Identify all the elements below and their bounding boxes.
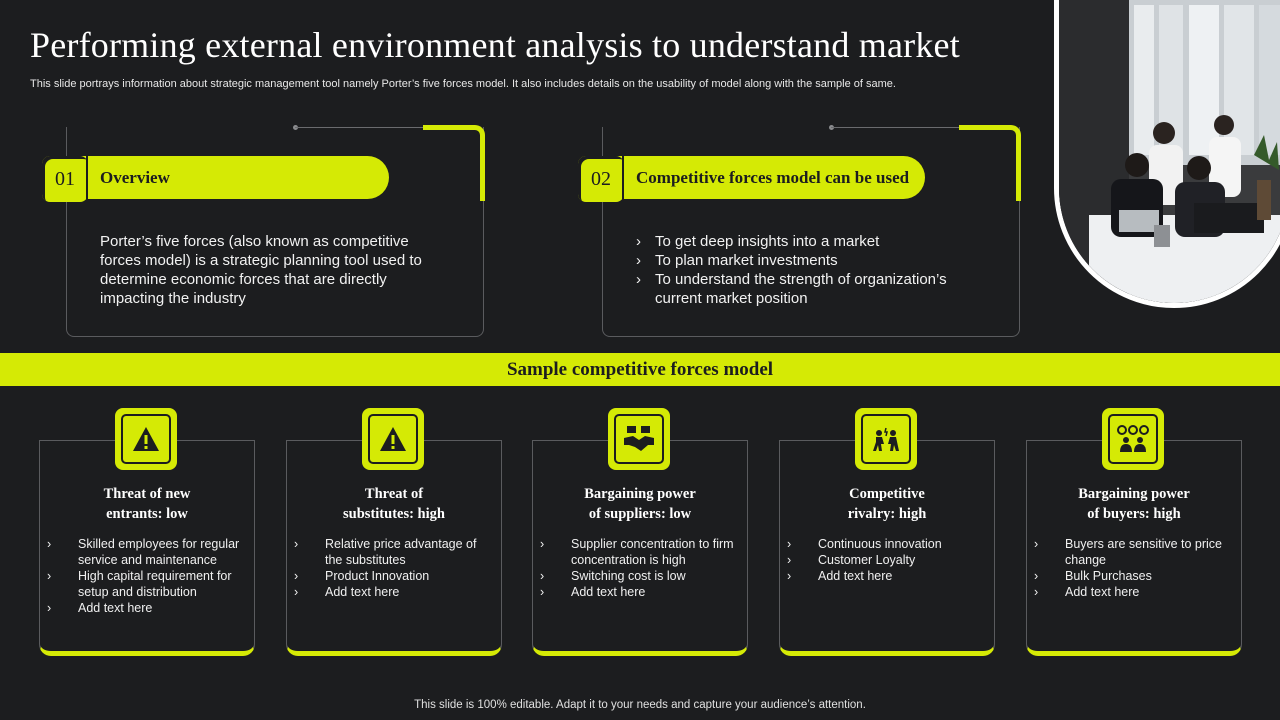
force-icon-frame (861, 414, 911, 464)
force-icon-tile (362, 408, 424, 470)
force-card-substitutes: Threat of substitutes: high Relative pri… (286, 408, 502, 658)
force-bullets: Supplier concentration to firm concentra… (540, 536, 740, 600)
list-item: Add text here (540, 584, 740, 600)
list-item: Buyers are sensitive to price change (1034, 536, 1234, 568)
force-icon-frame (121, 414, 171, 464)
force-bullets: Continuous innovation Customer Loyalty A… (787, 536, 987, 584)
usage-card: 02 Competitive forces model can be used … (578, 125, 1028, 338)
list-item: Add text here (294, 584, 494, 600)
team-photo (1054, 0, 1280, 308)
force-bullets: Skilled employees for regular service an… (47, 536, 247, 616)
force-card-new-entrants: Threat of new entrants: low Skilled empl… (39, 408, 255, 658)
force-card-suppliers: Bargaining power of suppliers: low Suppl… (532, 408, 748, 658)
force-title-line: of suppliers: low (588, 506, 692, 522)
card-number: 02 (578, 156, 624, 202)
force-title: Threat of substitutes: high (294, 484, 494, 524)
number-separator (622, 156, 624, 199)
list-item: Bulk Purchases (1034, 568, 1234, 584)
card-bullets: To get deep insights into a market To pl… (636, 232, 986, 308)
list-item: Customer Loyalty (787, 552, 987, 568)
list-item: To understand the strength of organizati… (636, 270, 986, 308)
slide-subtitle: This slide portrays information about st… (30, 78, 896, 90)
force-icon-tile (855, 408, 917, 470)
card-heading: Overview (100, 168, 170, 187)
force-title-line: Competitive (849, 486, 925, 502)
warning-icon (380, 427, 406, 451)
number-separator (86, 156, 88, 199)
force-bullets: Relative price advantage of the substitu… (294, 536, 494, 600)
force-title: Bargaining power of buyers: high (1034, 484, 1234, 524)
force-card-buyers: Bargaining power of buyers: high Buyers … (1026, 408, 1242, 658)
force-icon-tile (115, 408, 177, 470)
force-icon-tile (608, 408, 670, 470)
list-item: Continuous innovation (787, 536, 987, 552)
list-item: Supplier concentration to firm concentra… (540, 536, 740, 568)
list-item: High capital requirement for setup and d… (47, 568, 247, 600)
list-item: Relative price advantage of the substitu… (294, 536, 494, 568)
force-title: Threat of new entrants: low (47, 484, 247, 524)
list-item: To get deep insights into a market (636, 232, 986, 251)
list-item: To plan market investments (636, 251, 986, 270)
card-corner-accent (959, 125, 1021, 201)
force-title-line: Threat of new (103, 486, 191, 502)
handshake-money-icon (624, 426, 654, 451)
force-title: Bargaining power of suppliers: low (540, 484, 740, 524)
force-title: Competitive rivalry: high (787, 484, 987, 524)
list-item: Product Innovation (294, 568, 494, 584)
card-corner-accent (423, 125, 485, 201)
card-header-pill (42, 156, 389, 199)
footer-note: This slide is 100% editable. Adapt it to… (414, 699, 866, 711)
force-icon-frame (1108, 414, 1158, 464)
section-banner: Sample competitive forces model (0, 353, 1280, 386)
force-icon-frame (368, 414, 418, 464)
buyers-group-icon (1117, 425, 1149, 452)
rivalry-people-icon (873, 427, 899, 451)
slide-title: Performing external environment analysis… (30, 25, 960, 65)
force-title-line: Threat of (364, 486, 424, 502)
warning-icon (133, 427, 159, 451)
force-title-line: rivalry: high (847, 506, 927, 522)
card-text: Porter’s five forces (also known as comp… (100, 233, 422, 307)
card-header-pill (578, 156, 925, 199)
overview-card: 01 Overview Porter’s five forces (also k… (42, 125, 492, 338)
force-title-line: Bargaining power (1078, 486, 1190, 502)
force-title-line: entrants: low (106, 506, 188, 522)
force-bullets: Buyers are sensitive to price change Bul… (1034, 536, 1234, 600)
list-item: Add text here (47, 600, 247, 616)
list-item: Add text here (1034, 584, 1234, 600)
force-icon-frame (614, 414, 664, 464)
list-item: Add text here (787, 568, 987, 584)
card-line (831, 127, 961, 128)
list-item: Switching cost is low (540, 568, 740, 584)
card-frame (66, 127, 484, 337)
card-number: 01 (42, 156, 88, 202)
force-title-line: of buyers: high (1087, 506, 1181, 522)
force-card-rivalry: Competitive rivalry: high Continuous inn… (779, 408, 995, 658)
card-line (295, 127, 425, 128)
force-icon-tile (1102, 408, 1164, 470)
card-heading: Competitive forces model can be used (636, 168, 910, 187)
card-frame (602, 127, 1020, 337)
force-title-line: substitutes: high (343, 506, 445, 522)
list-item: Skilled employees for regular service an… (47, 536, 247, 568)
force-title-line: Bargaining power (584, 486, 696, 502)
